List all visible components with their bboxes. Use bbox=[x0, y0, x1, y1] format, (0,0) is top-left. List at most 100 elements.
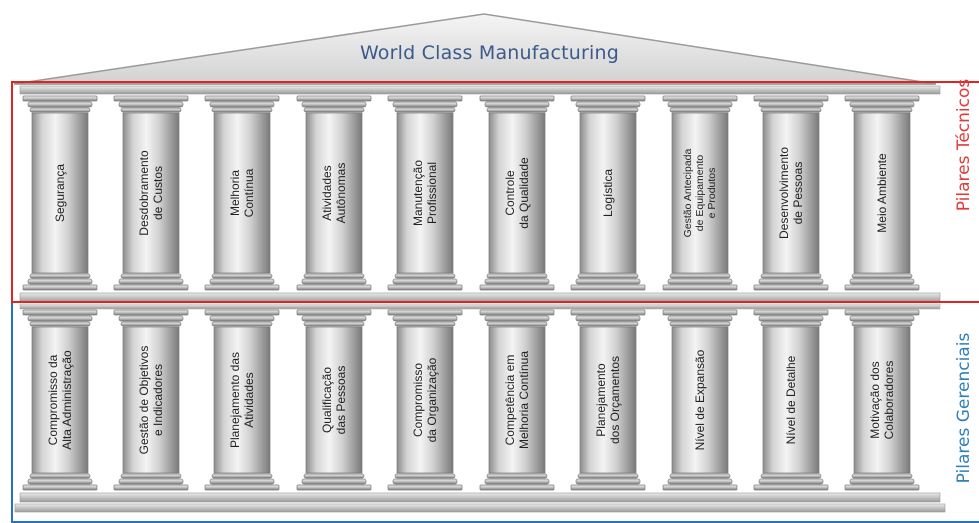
pillar-plinth bbox=[387, 484, 463, 491]
pillar bbox=[113, 95, 189, 291]
technical-frame bbox=[11, 81, 979, 303]
pillar-plinth bbox=[113, 484, 189, 491]
pillar-ring bbox=[394, 107, 456, 113]
pillar-ring bbox=[29, 107, 91, 113]
pillar-capital bbox=[570, 95, 646, 102]
pillar-label: Planejamento das Atividades bbox=[228, 351, 256, 449]
pillar-ring bbox=[118, 278, 184, 285]
pillar bbox=[479, 95, 555, 291]
pillar-shaft bbox=[488, 326, 546, 474]
pillar-ring bbox=[849, 315, 915, 322]
pillar-ring bbox=[851, 321, 913, 327]
pillar-shaft bbox=[671, 326, 729, 474]
pillar-capital bbox=[662, 309, 738, 316]
pillar-label: Compromisso da Organização bbox=[411, 357, 439, 443]
pillar-ring bbox=[669, 107, 731, 113]
pillar-plinth bbox=[22, 484, 98, 491]
pillar-ring bbox=[484, 101, 550, 108]
pillar-ring bbox=[211, 321, 273, 327]
pillar-capital bbox=[387, 95, 463, 102]
pillar-ring bbox=[575, 101, 641, 108]
pillar-plinth bbox=[844, 284, 920, 291]
pillar bbox=[753, 95, 829, 291]
pillar-shaft bbox=[762, 326, 820, 474]
managerial-pillars bbox=[22, 309, 920, 491]
pillar-ring bbox=[209, 278, 275, 285]
pillar-ring bbox=[575, 478, 641, 485]
technical-pillars bbox=[22, 95, 920, 291]
pillar-ring bbox=[484, 478, 550, 485]
pillar-ring bbox=[758, 278, 824, 285]
pillar-ring bbox=[577, 273, 639, 279]
pillar-ring bbox=[484, 278, 550, 285]
pillar-label: Desdobramento de Custos bbox=[137, 150, 165, 236]
middle-beam bbox=[19, 303, 941, 310]
pillar-label: Compromisso da Alta Administração bbox=[46, 350, 74, 450]
pillar bbox=[296, 309, 372, 491]
pillar-ring bbox=[392, 478, 458, 485]
pillar-ring bbox=[577, 107, 639, 113]
pillar-ring bbox=[851, 107, 913, 113]
pillar bbox=[662, 309, 738, 491]
pillar-ring bbox=[758, 101, 824, 108]
pillar-plinth bbox=[204, 484, 280, 491]
pillar-ring bbox=[758, 315, 824, 322]
group-label-gerenciais: Pilares Gerenciais bbox=[954, 332, 974, 484]
pillar-plinth bbox=[204, 284, 280, 291]
pillar-shaft bbox=[31, 112, 89, 274]
pillar-ring bbox=[303, 273, 365, 279]
pillar-plinth bbox=[662, 484, 738, 491]
pillar-label: Controle da Qualidade bbox=[503, 157, 531, 229]
pillar-capital bbox=[479, 309, 555, 316]
diagram-title: World Class Manufacturing bbox=[359, 42, 620, 64]
pillar-label: Segurança bbox=[53, 163, 67, 223]
pillar-ring bbox=[667, 101, 733, 108]
pillar-label: Planejamento dos Orçamentos bbox=[594, 355, 622, 445]
pillar bbox=[753, 309, 829, 491]
pillar-plinth bbox=[296, 484, 372, 491]
pillar-ring bbox=[27, 278, 93, 285]
pillar bbox=[204, 95, 280, 291]
pillar-shaft bbox=[671, 112, 729, 274]
pillar-ring bbox=[394, 473, 456, 479]
pillar bbox=[113, 309, 189, 491]
pillar-ring bbox=[303, 107, 365, 113]
base-step-2 bbox=[14, 503, 946, 513]
pillar-ring bbox=[27, 478, 93, 485]
pillar-ring bbox=[211, 473, 273, 479]
pillar-shaft bbox=[213, 112, 271, 274]
pillar-label: Nível de Expansão bbox=[693, 349, 707, 451]
pillar-capital bbox=[296, 309, 372, 316]
pillar-ring bbox=[209, 315, 275, 322]
pillar-ring bbox=[118, 101, 184, 108]
pillar-capital bbox=[204, 309, 280, 316]
base-step-1 bbox=[19, 492, 941, 503]
pillar-ring bbox=[392, 278, 458, 285]
pillar-plinth bbox=[753, 484, 829, 491]
pillar-ring bbox=[303, 473, 365, 479]
pillar-ring bbox=[120, 273, 182, 279]
pillar-ring bbox=[27, 315, 93, 322]
pillar bbox=[387, 95, 463, 291]
pillar-ring bbox=[849, 101, 915, 108]
pillar-ring bbox=[760, 473, 822, 479]
pillar-ring bbox=[669, 321, 731, 327]
pillar-label: Gestão Antecipada de Equipamento e Produ… bbox=[682, 148, 718, 238]
pillar-ring bbox=[301, 101, 367, 108]
pillar-ring bbox=[392, 101, 458, 108]
pillar-plinth bbox=[570, 284, 646, 291]
pillar-plinth bbox=[570, 484, 646, 491]
pillar-capital bbox=[844, 95, 920, 102]
pillar-ring bbox=[120, 107, 182, 113]
pillar-ring bbox=[486, 273, 548, 279]
pillar-ring bbox=[849, 478, 915, 485]
pillar-shaft bbox=[396, 326, 454, 474]
pillar-ring bbox=[394, 273, 456, 279]
pillar-ring bbox=[211, 273, 273, 279]
pillar-ring bbox=[211, 107, 273, 113]
group-label-tecnicos: Pilares Técnicos bbox=[954, 78, 974, 212]
pillar-plinth bbox=[662, 284, 738, 291]
upper-beam bbox=[19, 85, 941, 95]
pillar-ring bbox=[849, 278, 915, 285]
